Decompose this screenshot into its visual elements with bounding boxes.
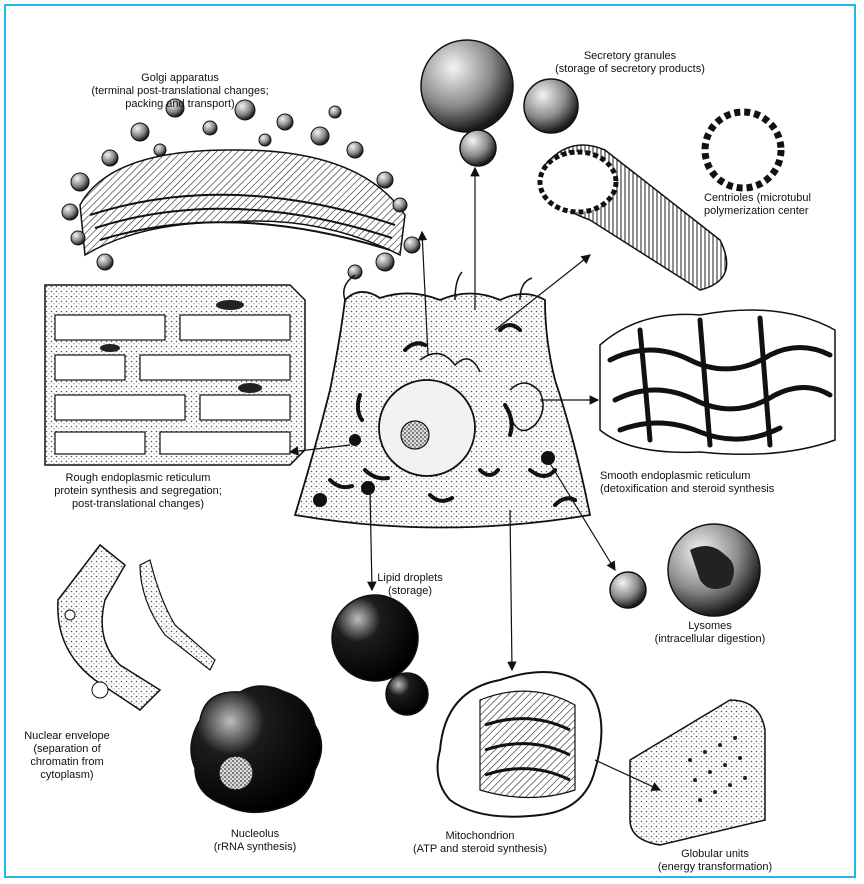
golgi-apparatus-drawing: [62, 99, 420, 279]
lipid-droplets-drawing: [332, 595, 428, 715]
label-nucleolus: Nucleolus (rRNA synthesis): [190, 828, 320, 854]
secretory-title: Secretory granules: [505, 50, 755, 63]
smooth-er-drawing: [600, 310, 835, 454]
golgi-title: Golgi apparatus: [30, 72, 330, 85]
nucleolus-title: Nucleolus: [190, 828, 320, 841]
nuclear-envelope-desc-1: (separation of: [12, 743, 122, 756]
smooth-er-desc: (detoxification and steroid synthesis: [600, 483, 852, 496]
rough-er-drawing: [45, 285, 305, 465]
label-nuclear-envelope: Nuclear envelope (separation of chromati…: [12, 730, 122, 782]
lipid-title: Lipid droplets: [360, 572, 460, 585]
mitochondrion-drawing: [438, 672, 602, 817]
smooth-er-title: Smooth endoplasmic reticulum: [600, 470, 852, 483]
rough-er-desc-2: post-translational changes): [8, 498, 268, 511]
mitochondrion-title: Mitochondrion: [380, 830, 580, 843]
label-centrioles: Centrioles (microtubul polymerization ce…: [704, 192, 854, 218]
nucleolus-desc: (rRNA synthesis): [190, 841, 320, 854]
secretory-desc: (storage of secretory products): [505, 63, 755, 76]
label-smooth-er: Smooth endoplasmic reticulum (detoxifica…: [600, 470, 852, 496]
lysosomes-drawing: [610, 524, 760, 616]
label-globular-units: Globular units (energy transformation): [625, 848, 805, 874]
golgi-desc-2: packing and transport): [30, 98, 330, 111]
rough-er-desc-1: protein synthesis and segregation;: [8, 485, 268, 498]
globular-units-drawing: [630, 700, 765, 845]
nuclear-envelope-desc-2: chromatin from: [12, 756, 122, 769]
mitochondrion-desc: (ATP and steroid synthesis): [380, 843, 580, 856]
centrioles-title: Centrioles (microtubul: [704, 192, 854, 205]
nuclear-envelope-desc-3: cytoplasm): [12, 769, 122, 782]
golgi-desc-1: (terminal post-translational changes;: [30, 85, 330, 98]
nuclear-envelope-title: Nuclear envelope: [12, 730, 122, 743]
label-secretory-granules: Secretory granules (storage of secretory…: [505, 50, 755, 76]
globular-title: Globular units: [625, 848, 805, 861]
label-rough-er: Rough endoplasmic reticulum protein synt…: [8, 472, 268, 511]
label-golgi-apparatus: Golgi apparatus (terminal post-translati…: [30, 72, 330, 111]
nuclear-envelope-drawing: [58, 545, 215, 710]
centrioles-desc: polymerization center: [704, 205, 854, 218]
label-mitochondrion: Mitochondrion (ATP and steroid synthesis…: [380, 830, 580, 856]
label-lipid-droplets: Lipid droplets (storage): [360, 572, 460, 598]
lipid-desc: (storage): [360, 585, 460, 598]
lysosomes-title: Lysomes: [630, 620, 790, 633]
globular-desc: (energy transformation): [625, 861, 805, 874]
label-lysosomes: Lysomes (intracellular digestion): [630, 620, 790, 646]
rough-er-title: Rough endoplasmic reticulum: [8, 472, 268, 485]
lysosomes-desc: (intracellular digestion): [630, 633, 790, 646]
nucleolus-drawing: [191, 686, 322, 812]
